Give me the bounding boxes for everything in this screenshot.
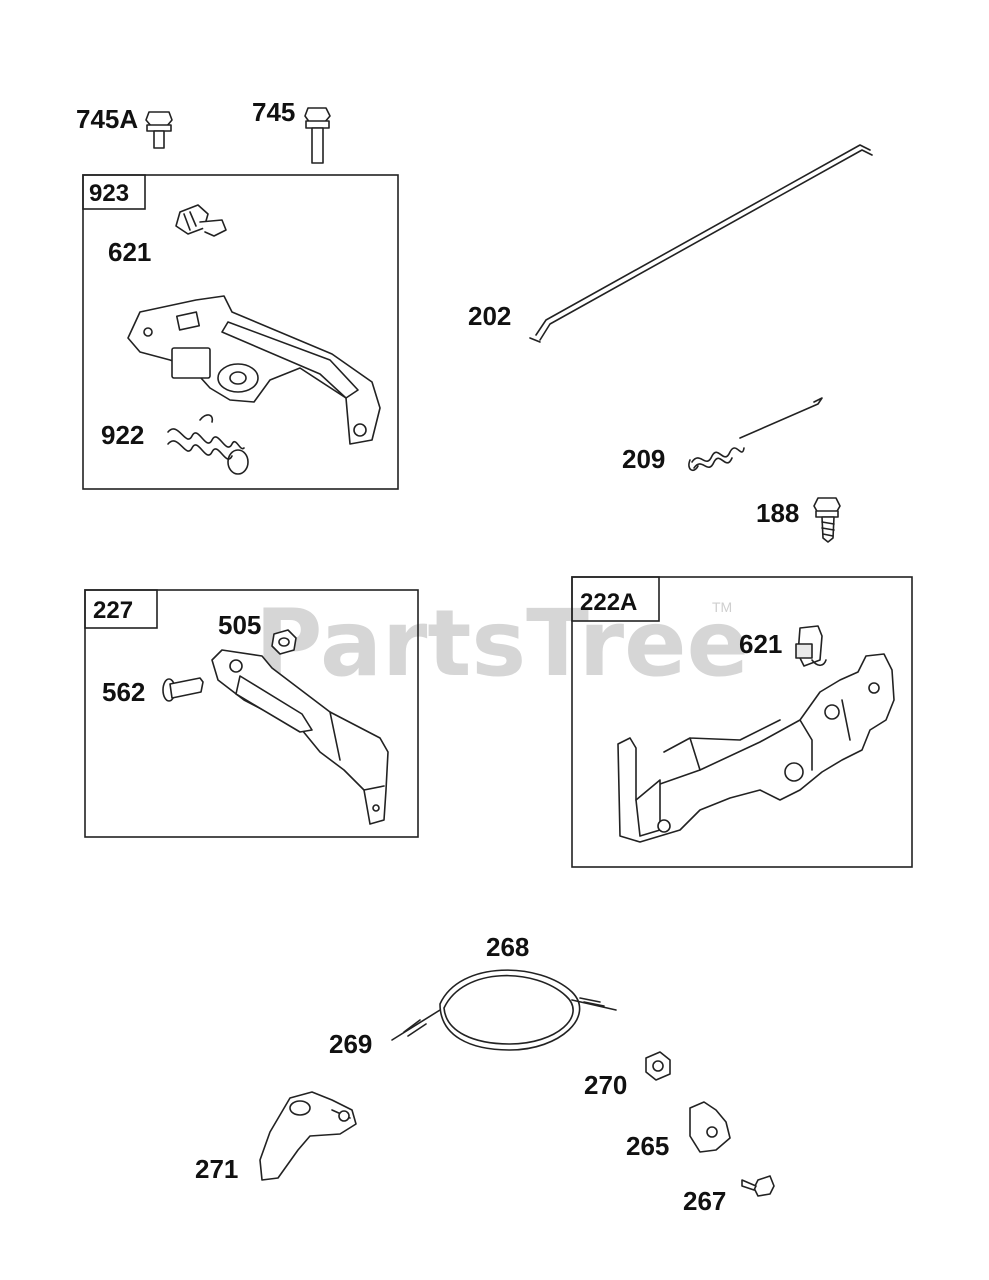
part-label-621-right[interactable]: 621 (739, 629, 782, 659)
part-label-265[interactable]: 265 (626, 1131, 669, 1161)
group-label-923[interactable]: 923 (89, 180, 129, 207)
group-frame-923: 923 (82, 174, 399, 490)
part-label-922[interactable]: 922 (101, 420, 144, 450)
part-label-268[interactable]: 268 (486, 932, 529, 962)
control-bracket-222a-icon[interactable] (617, 653, 895, 843)
bolt-745a-icon[interactable] (145, 111, 173, 149)
part-label-270[interactable]: 270 (584, 1070, 627, 1100)
screw-188-icon[interactable] (813, 497, 841, 543)
part-label-621-top[interactable]: 621 (108, 237, 151, 267)
part-label-202[interactable]: 202 (468, 301, 511, 331)
watermark-trademark: TM (712, 599, 732, 615)
part-label-271[interactable]: 271 (195, 1154, 238, 1184)
group-frame-227: 227 (84, 589, 419, 838)
nut-505-icon[interactable] (271, 629, 297, 655)
cable-268-icon[interactable] (391, 969, 617, 1051)
part-label-267[interactable]: 267 (683, 1186, 726, 1216)
throttle-lever-227-icon[interactable] (211, 649, 389, 825)
group-label-222a[interactable]: 222A (580, 589, 637, 616)
governor-spring-209-icon[interactable] (688, 397, 823, 472)
control-bracket-923-icon[interactable] (127, 295, 381, 445)
part-label-209[interactable]: 209 (622, 444, 665, 474)
nut-270-icon[interactable] (645, 1051, 671, 1081)
group-label-227[interactable]: 227 (93, 597, 133, 624)
part-label-745[interactable]: 745 (252, 97, 295, 127)
part-label-269[interactable]: 269 (329, 1029, 372, 1059)
group-frame-222a: 222A (571, 576, 913, 868)
part-label-745a[interactable]: 745A (76, 104, 138, 134)
watermark-text: PartsTree (255, 590, 749, 697)
screw-267-icon[interactable] (741, 1175, 775, 1197)
rod-202-icon[interactable] (529, 144, 873, 343)
part-label-188[interactable]: 188 (756, 498, 799, 528)
pin-562-icon[interactable] (162, 677, 204, 702)
clip-621-222a-icon[interactable] (795, 625, 827, 667)
bolt-745-icon[interactable] (304, 107, 331, 164)
part-label-562[interactable]: 562 (102, 677, 145, 707)
clamp-265-icon[interactable] (689, 1101, 731, 1153)
lever-271-icon[interactable] (259, 1091, 357, 1181)
clip-621-icon[interactable] (175, 204, 227, 237)
part-label-505[interactable]: 505 (218, 610, 261, 640)
spring-922-icon[interactable] (167, 414, 249, 475)
